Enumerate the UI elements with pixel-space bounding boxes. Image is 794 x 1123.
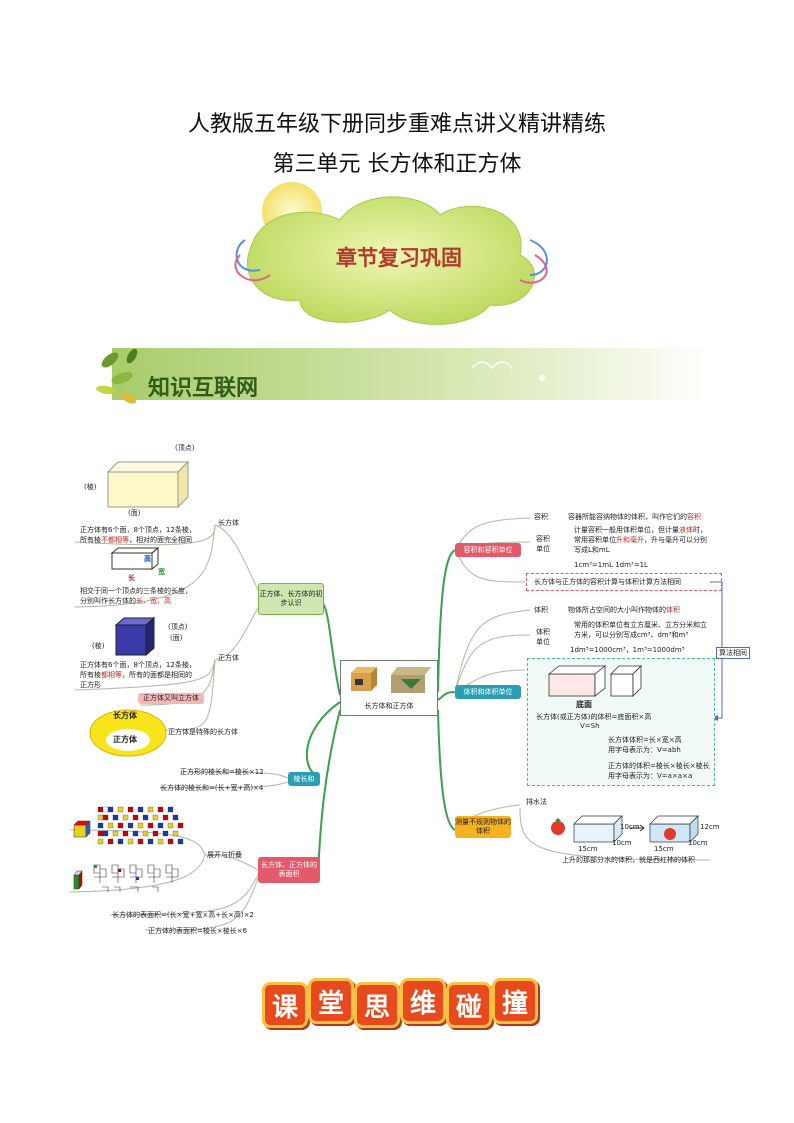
drain-desc: 上升的那部分水的体积，就是西红柿的体积 bbox=[562, 856, 695, 864]
cap-same-text: 长方体与正方体的容积计算与体积计算方法相同 bbox=[534, 578, 681, 586]
center-node: 长方体和正方体 bbox=[340, 660, 438, 716]
vol-conversion: 1dm³=1000cm³，1m³=1000dm³ bbox=[570, 646, 685, 654]
volume-label: 体积 bbox=[534, 606, 548, 614]
algo-same-badge: 算法相同 bbox=[716, 647, 750, 659]
cuboid-vol-letter: 用字母表示为：V=abh bbox=[608, 746, 681, 754]
document-subtitle: 第三单元 长方体和正方体 bbox=[272, 152, 522, 177]
vol-formula: 长方体(或正方体)的体积=底面积×高 bbox=[536, 713, 652, 721]
center-label: 长方体和正方体 bbox=[364, 702, 414, 710]
cuboid-vol-formula: 长方体体积=长×宽×高 bbox=[608, 736, 682, 744]
ellipse-outer-label: 长方体 bbox=[113, 711, 137, 720]
footer-char: 碰 bbox=[446, 982, 492, 1028]
footer-char: 思 bbox=[354, 982, 400, 1028]
cube-vol-formula: 正方体的体积=棱长×棱长×棱长 bbox=[608, 762, 710, 770]
drain-label: 排水法 bbox=[526, 798, 547, 806]
node-surface-area: 长方体、正方体的表面积 bbox=[258, 857, 320, 883]
dim-width-2: 15cm bbox=[654, 845, 674, 853]
cuboid-desc1: 正方体有6个面，8个顶点，12条棱， bbox=[80, 526, 196, 534]
cube-vertex-label: (顶点) bbox=[168, 623, 188, 631]
cloud-graphic bbox=[234, 182, 548, 325]
cube-drawing bbox=[114, 616, 156, 657]
cap-same-box bbox=[526, 573, 722, 591]
cap-unit-desc2: 常用容积单位升和毫升，升与毫升可以分别 bbox=[574, 536, 707, 544]
cube-edge-label: (棱) bbox=[92, 642, 105, 650]
vol-unit-desc2: 方米，可以分别写成cm³、dm³和m³ bbox=[574, 631, 689, 639]
box-icons bbox=[351, 667, 431, 693]
node-basic-recognition: 正方体、长方体的初步认识 bbox=[258, 583, 324, 615]
cube-vol-letter: 用字母表示为：V=a×a×a bbox=[608, 772, 693, 780]
volume-def: 物体所占空间的大小叫作物体的体积 bbox=[568, 606, 680, 614]
lwh-cuboid-drawing bbox=[110, 546, 160, 571]
dim-height-2: 12cm bbox=[700, 823, 720, 831]
cuboid-drawing bbox=[106, 460, 190, 509]
banner-graphic bbox=[96, 348, 712, 404]
cap-unit-desc1: 计量容积一般用体积单位，但计量液体时， bbox=[574, 526, 707, 534]
unfold-label: 展开与折叠 bbox=[207, 851, 242, 859]
lwh-desc1: 相交于同一个顶点的三条棱的长度， bbox=[80, 587, 192, 595]
document-title: 人教版五年级下册同步重难点讲义精讲精练 bbox=[187, 112, 606, 137]
drain-method-drawing bbox=[551, 815, 699, 843]
node-irregular-volume: 测量不规则物体的体积 bbox=[455, 816, 511, 838]
cube-alias-badge: 正方体又叫立方体 bbox=[138, 693, 204, 704]
node-volume: 体积和体积单位 bbox=[455, 685, 521, 699]
node-edge-sum: 棱长和 bbox=[288, 772, 320, 786]
base-label: 底面 bbox=[576, 700, 592, 709]
cuboid-desc2: 所有棱不都相等，相对的面完全相同 bbox=[80, 536, 192, 544]
footer-char: 堂 bbox=[308, 978, 354, 1024]
ellipse-inner-label: 正方体 bbox=[113, 735, 137, 744]
banner-label: 知识互联网 bbox=[148, 376, 259, 401]
face-label: (面) bbox=[128, 509, 141, 517]
sa-cuboid: 长方体的表面积=(长×宽+宽×高+长×高)×2 bbox=[112, 911, 254, 919]
cap-conversion: 1cm³=1mL 1dm³=1L bbox=[574, 561, 648, 569]
vertex-label: (顶点) bbox=[175, 444, 195, 452]
cap-unit-desc3: 写成L和mL bbox=[574, 546, 610, 554]
mindmap-lines bbox=[69, 517, 723, 931]
cuboid-label: 长方体 bbox=[218, 519, 239, 527]
net-drawings bbox=[73, 806, 184, 892]
footer-char: 维 bbox=[400, 978, 446, 1024]
cube-desc3: 正方形 bbox=[80, 681, 101, 689]
node-capacity: 容积和容积单位 bbox=[455, 543, 521, 557]
vol-unit-desc1: 常用的体积单位有立方厘米、立方分米和立 bbox=[574, 621, 707, 629]
vol-formula-letter: V=Sh bbox=[580, 722, 600, 730]
footer-title: 课 堂 思 维 碰 撞 bbox=[262, 978, 542, 1028]
volume-cuboid-drawing bbox=[547, 665, 642, 697]
edge-sum-cuboid: 长方体的棱长和=(长+宽+高)×4 bbox=[160, 784, 264, 792]
vol-unit-label: 体积单位 bbox=[536, 628, 550, 646]
footer-char: 撞 bbox=[492, 978, 538, 1024]
special-desc: 正方体是特殊的长方体 bbox=[168, 728, 238, 736]
dim-wide: 宽 bbox=[158, 568, 165, 576]
dim-depth-2: 10cm bbox=[688, 839, 708, 847]
cube-desc1: 正方体有6个面，8个顶点，12条棱， bbox=[80, 661, 196, 669]
dim-height-1: 10cm bbox=[620, 823, 640, 831]
cube-desc2: 所有棱都相等，所有的面都是相同的 bbox=[80, 671, 192, 679]
dim-width-1: 15cm bbox=[578, 845, 598, 853]
dim-depth-1: 10cm bbox=[612, 839, 632, 847]
dim-long: 长 bbox=[128, 574, 135, 582]
cuboid-cube-ellipse bbox=[89, 709, 167, 757]
edge-label: (棱) bbox=[84, 483, 97, 491]
cap-unit-label: 容积单位 bbox=[536, 535, 550, 553]
cloud-label: 章节复习巩固 bbox=[336, 246, 462, 270]
cube-face-label: (面) bbox=[170, 634, 183, 642]
dim-high: 高 bbox=[144, 555, 151, 563]
cube-label: 正方体 bbox=[218, 654, 239, 662]
capacity-def: 容器所能容纳物体的体积，叫作它们的容积 bbox=[568, 513, 701, 521]
lwh-desc2: 分别叫作长方体的长、宽、高 bbox=[80, 597, 171, 605]
capacity-label: 容积 bbox=[534, 513, 548, 521]
footer-char: 课 bbox=[262, 982, 308, 1028]
sa-cube: 正方体的表面积=棱长×棱长×6 bbox=[148, 927, 248, 935]
edge-sum-cube: 正方形的棱长和=棱长×12 bbox=[180, 768, 264, 776]
